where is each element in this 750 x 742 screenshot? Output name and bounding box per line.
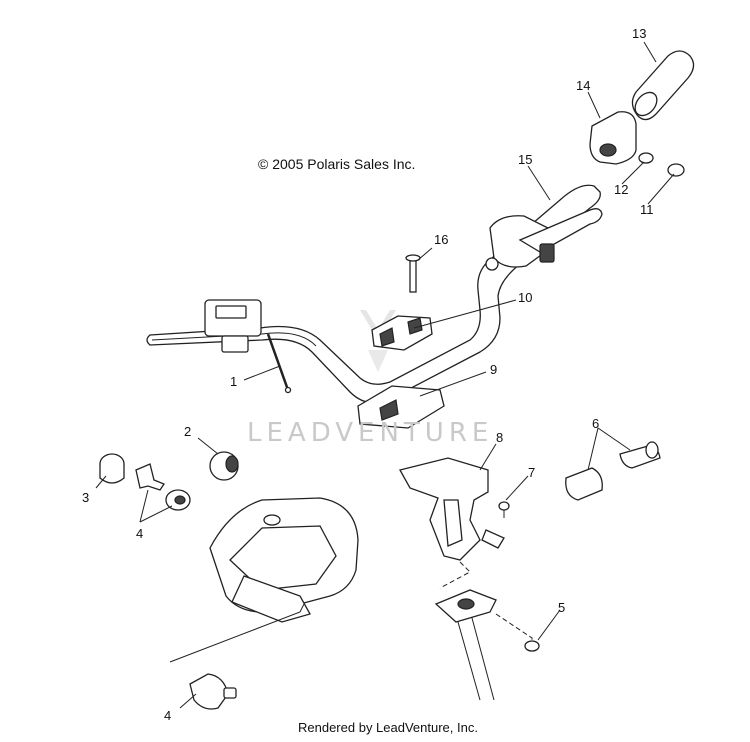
callout-3: 3 — [82, 490, 89, 505]
callout-labels: 1 2 3 4 4 5 6 7 8 9 10 11 12 13 14 15 16 — [82, 26, 654, 723]
callout-4-lower: 4 — [164, 708, 171, 723]
callout-11: 11 — [640, 202, 654, 217]
clamp-bolt[interactable] — [405, 254, 421, 293]
copyright-notice: © 2005 Polaris Sales Inc. — [258, 156, 416, 172]
lower-handlebar-clamp[interactable] — [357, 385, 445, 429]
handlebar-grip[interactable] — [631, 50, 695, 121]
handlebar[interactable] — [146, 184, 601, 404]
throttle-sleeve[interactable] — [565, 467, 603, 501]
grip-block[interactable] — [589, 111, 637, 165]
watermark-logo-icon — [360, 310, 396, 372]
callout-13: 13 — [632, 26, 646, 41]
long-bolt[interactable] — [266, 333, 292, 394]
callout-8: 8 — [496, 430, 503, 445]
left-switch-housing[interactable] — [204, 299, 262, 353]
footer-credit: Rendered by LeadVenture, Inc. — [298, 720, 478, 735]
callout-4-upper: 4 — [136, 526, 143, 541]
callout-10: 10 — [518, 290, 532, 305]
ignition-switch[interactable] — [165, 489, 191, 511]
bushing[interactable] — [638, 152, 654, 164]
ignition-cap[interactable] — [209, 451, 239, 481]
indicator-connector[interactable] — [189, 673, 237, 710]
ignition-key[interactable] — [135, 463, 165, 491]
callout-7: 7 — [528, 465, 535, 480]
leader-lines — [95, 41, 675, 709]
shaft-nut[interactable] — [524, 640, 540, 652]
handlebar-pod-housing[interactable] — [209, 497, 359, 623]
callout-14: 14 — [576, 78, 590, 93]
brake-lever-assembly[interactable] — [485, 208, 603, 271]
upper-handlebar-clamp[interactable] — [371, 315, 433, 351]
watermark-text: LEADVENTURE — [247, 418, 494, 448]
callout-5: 5 — [558, 600, 565, 615]
steering-mount-plate[interactable] — [434, 589, 497, 623]
end-plug[interactable] — [667, 163, 685, 177]
choke-knob[interactable] — [99, 453, 125, 484]
callout-9: 9 — [490, 362, 497, 377]
callout-16: 16 — [434, 232, 448, 247]
throttle-tube[interactable] — [619, 441, 661, 469]
callout-6: 6 — [592, 416, 599, 431]
steering-post-bracket[interactable] — [399, 457, 505, 561]
callout-2: 2 — [184, 424, 191, 439]
callout-15: 15 — [518, 152, 532, 167]
callout-12: 12 — [614, 182, 628, 197]
bracket-screw[interactable] — [498, 501, 510, 518]
steering-shaft[interactable] — [457, 617, 495, 701]
callout-1: 1 — [230, 374, 237, 389]
